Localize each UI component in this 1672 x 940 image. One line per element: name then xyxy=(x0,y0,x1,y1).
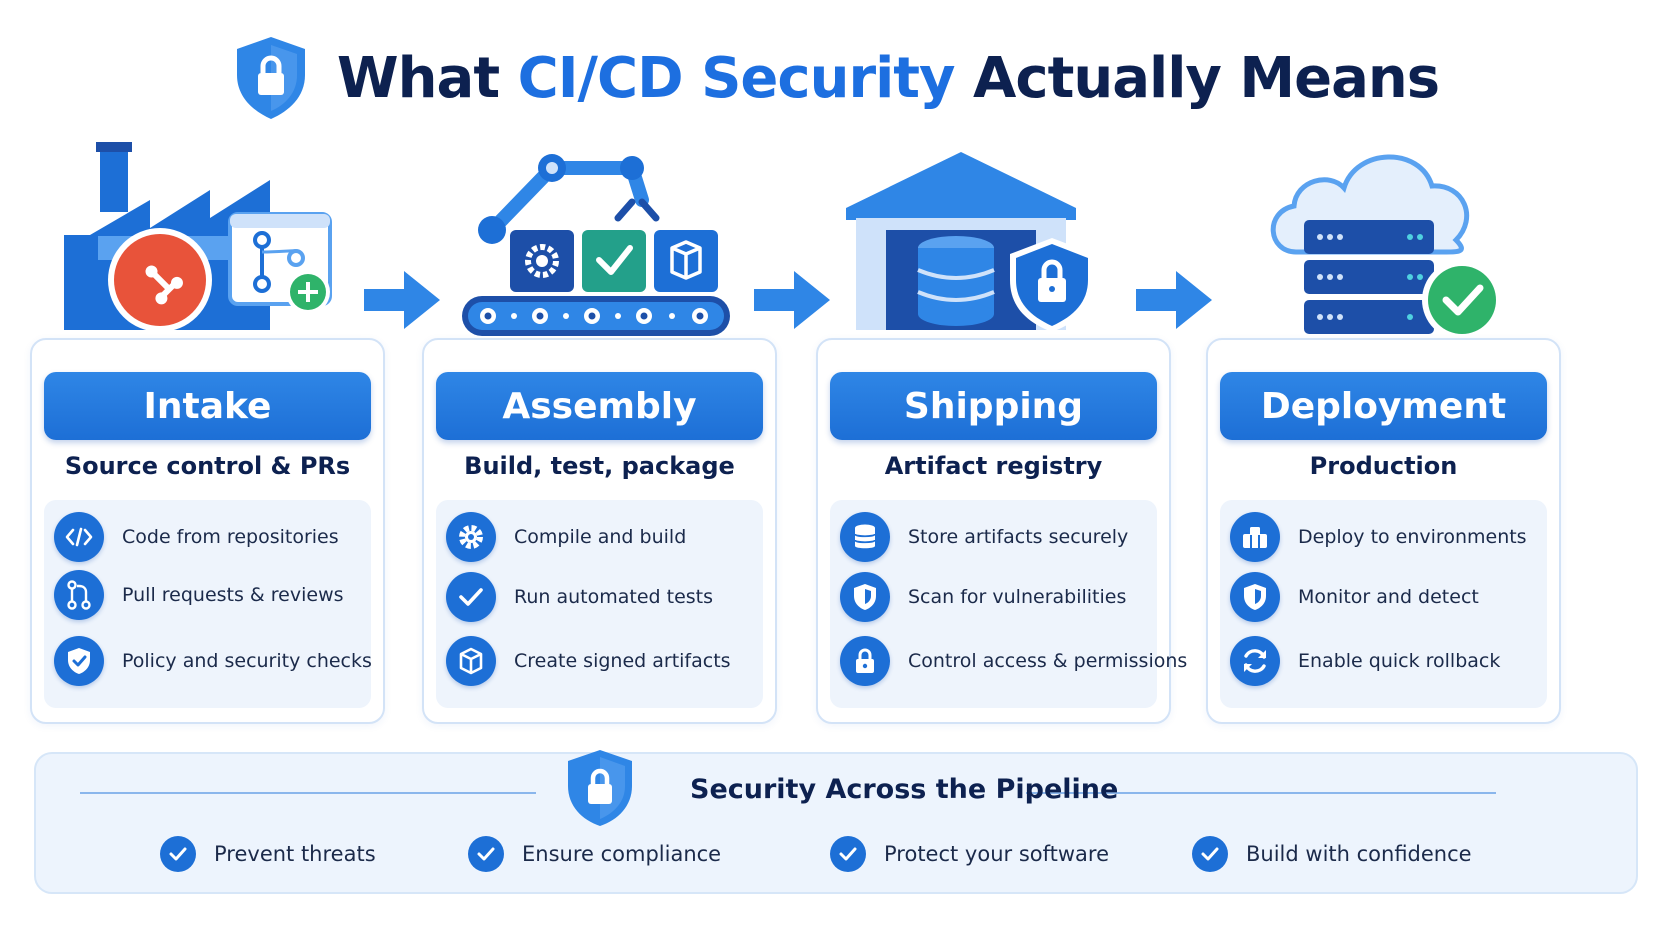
list-item: Create signed artifacts xyxy=(446,634,766,688)
list-item: Run automated tests xyxy=(446,570,766,624)
stage-subtitle: Source control & PRs xyxy=(64,452,351,480)
stage-title: Deployment xyxy=(1220,372,1547,440)
list-item: Compile and build xyxy=(446,510,766,564)
stage-card: Deployment Production Deploy to environm… xyxy=(1206,338,1561,724)
stage-card: Intake Source control & PRs Code from re… xyxy=(30,338,385,724)
factory-git-illustration xyxy=(64,142,332,332)
stage-item-list: Code from repositories Pull requests & r… xyxy=(44,500,374,708)
stage-title: Assembly xyxy=(436,372,763,440)
stage-card: Assembly Build, test, package Compile an… xyxy=(422,338,777,724)
shield-icon xyxy=(1230,572,1280,622)
code-icon xyxy=(54,512,104,562)
list-item: Deploy to environments xyxy=(1230,510,1550,564)
stage-item-list: Deploy to environments Monitor and detec… xyxy=(1220,500,1547,708)
shield-lock-icon xyxy=(568,750,632,826)
stage-subtitle: Artifact registry xyxy=(884,452,1103,480)
footer-item: Build with confidence xyxy=(1192,836,1472,872)
stage-card: Shipping Artifact registry Store artifac… xyxy=(816,338,1187,724)
pull-request-icon xyxy=(54,570,104,620)
footer-item: Ensure compliance xyxy=(468,836,721,872)
list-item: Store artifacts securely xyxy=(840,510,1160,564)
shield-icon xyxy=(840,572,890,622)
warehouse-illustration xyxy=(846,152,1094,332)
stage-shipping: Shipping Artifact registry Store artifac… xyxy=(816,0,1187,730)
check-circle-icon xyxy=(830,836,866,872)
stage-title: Shipping xyxy=(830,372,1157,440)
arrow-right-icon xyxy=(1136,271,1212,329)
package-icon xyxy=(446,636,496,686)
list-item: Code from repositories xyxy=(54,510,374,564)
security-footer: Security Across the Pipeline Prevent thr… xyxy=(34,750,1638,894)
check-circle-icon xyxy=(1192,836,1228,872)
stage-item-list: Compile and build Run automated tests Cr… xyxy=(436,500,763,708)
header: What CI/CD Security Actually Means xyxy=(0,28,1672,128)
stage-assembly: Assembly Build, test, package Compile an… xyxy=(422,0,777,730)
list-item: Pull requests & reviews xyxy=(54,568,374,622)
assembly-line-illustration xyxy=(462,154,730,336)
check-circle-icon xyxy=(160,836,196,872)
stage-subtitle: Production xyxy=(1309,452,1458,480)
shield-check-icon xyxy=(54,636,104,686)
stage-subtitle: Build, test, package xyxy=(464,452,735,480)
arrow-right-icon xyxy=(754,271,830,329)
footer-item: Prevent threats xyxy=(160,836,376,872)
list-item: Policy and security checks xyxy=(54,634,374,688)
stage-deployment: Deployment Production Deploy to environm… xyxy=(1206,0,1561,730)
shield-lock-icon xyxy=(236,37,305,119)
list-item: Enable quick rollback xyxy=(1230,634,1550,688)
stage-title: Intake xyxy=(44,372,371,440)
refresh-icon xyxy=(1230,636,1280,686)
divider xyxy=(1026,792,1496,794)
stage-item-list: Store artifacts securely Scan for vulner… xyxy=(830,500,1187,708)
cloud-server-illustration xyxy=(1270,154,1502,340)
page-title: What CI/CD Security Actually Means xyxy=(336,45,1440,111)
check-circle-icon xyxy=(468,836,504,872)
footer-item: Protect your software xyxy=(830,836,1109,872)
check-icon xyxy=(446,572,496,622)
lock-icon xyxy=(840,636,890,686)
footer-title: Security Across the Pipeline xyxy=(690,774,1119,805)
stage-intake: Intake Source control & PRs Code from re… xyxy=(30,0,385,730)
deploy-icon xyxy=(1230,512,1280,562)
list-item: Scan for vulnerabilities xyxy=(840,570,1160,624)
arrow-right-icon xyxy=(364,271,440,329)
list-item: Control access & permissions xyxy=(840,634,1187,688)
database-icon xyxy=(840,512,890,562)
gear-icon xyxy=(446,512,496,562)
divider xyxy=(80,792,536,794)
list-item: Monitor and detect xyxy=(1230,570,1550,624)
